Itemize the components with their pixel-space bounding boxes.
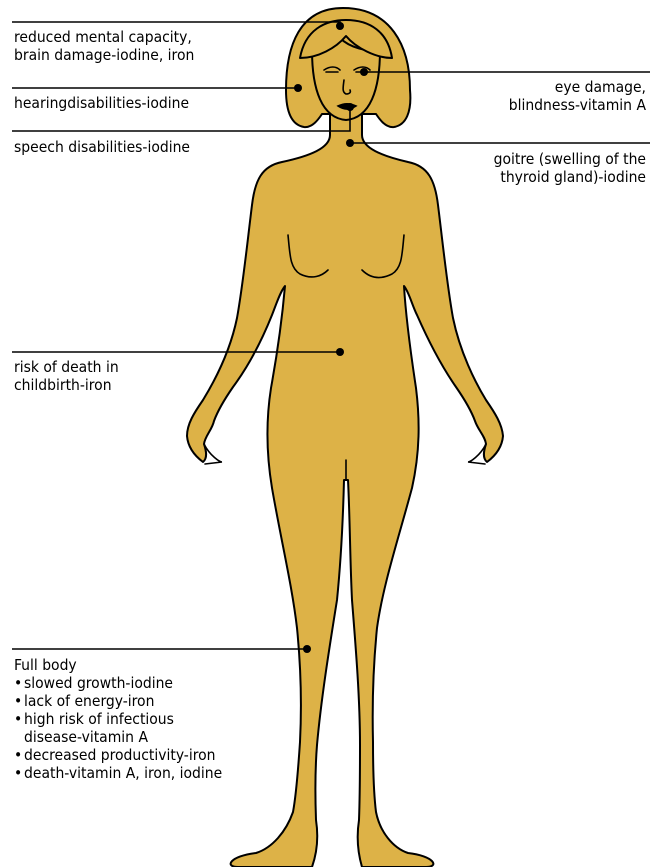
point-brain	[336, 22, 344, 30]
point-eye	[360, 68, 368, 76]
leader-brain	[12, 22, 340, 26]
list-item: decreased productivity-iron	[14, 746, 222, 764]
hearing-label: hearingdisabilities-iodine	[14, 94, 189, 112]
full-body-label: Full body slowed growth-iodine lack of e…	[14, 656, 222, 782]
point-death	[336, 348, 344, 356]
brain-label-line1: reduced mental capacity,	[14, 28, 194, 46]
hearing-label-text: hearingdisabilities-iodine	[14, 94, 189, 112]
goitre-label: goitre (swelling of the thyroid gland)-i…	[494, 150, 646, 186]
point-full-body	[303, 645, 311, 653]
full-body-heading: Full body	[14, 656, 222, 674]
list-item: death-vitamin A, iron, iodine	[14, 764, 222, 782]
death-label: risk of death in childbirth-iron	[14, 358, 119, 394]
full-body-list: slowed growth-iodine lack of energy-iron…	[14, 674, 222, 782]
brain-label: reduced mental capacity, brain damage-io…	[14, 28, 194, 64]
speech-label: speech disabilities-iodine	[14, 138, 190, 156]
death-label-line2: childbirth-iron	[14, 376, 119, 394]
eye-label: eye damage, blindness-vitamin A	[509, 78, 646, 114]
brain-label-line2: brain damage-iodine, iron	[14, 46, 194, 64]
speech-label-text: speech disabilities-iodine	[14, 138, 190, 156]
list-item: lack of energy-iron	[14, 692, 222, 710]
point-hearing	[294, 84, 302, 92]
goitre-label-line1: goitre (swelling of the	[494, 150, 646, 168]
point-speech	[346, 103, 354, 111]
point-goitre	[346, 139, 354, 147]
goitre-label-line2: thyroid gland)-iodine	[494, 168, 646, 186]
list-item: high risk of infectious	[14, 710, 222, 728]
eye-label-line1: eye damage,	[509, 78, 646, 96]
eye-label-line2: blindness-vitamin A	[509, 96, 646, 114]
list-item-continuation: disease-vitamin A	[14, 728, 222, 746]
death-label-line1: risk of death in	[14, 358, 119, 376]
list-item: slowed growth-iodine	[14, 674, 222, 692]
body-silhouette	[187, 112, 503, 867]
